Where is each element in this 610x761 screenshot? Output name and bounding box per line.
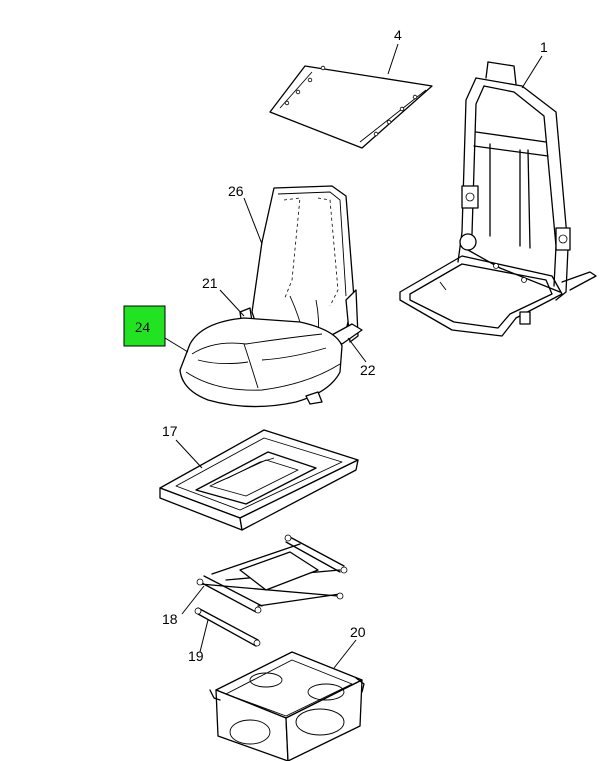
callout-24: 24 <box>135 320 151 336</box>
leader-17 <box>175 439 203 469</box>
callout-26[interactable]: 26 <box>228 183 244 199</box>
leader-19 <box>199 619 209 653</box>
callout-1[interactable]: 1 <box>540 39 548 55</box>
callout-17[interactable]: 17 <box>162 423 178 439</box>
highlight-callout-24[interactable]: 24 <box>123 305 166 347</box>
part-18-suspension-scissor[interactable] <box>196 534 348 614</box>
callout-4[interactable]: 4 <box>394 27 402 43</box>
part-19-cross-tube[interactable] <box>194 607 261 647</box>
leader-20 <box>333 639 357 669</box>
callout-18[interactable]: 18 <box>162 611 178 627</box>
callout-19[interactable]: 19 <box>188 648 204 664</box>
part-24-seat-cushion[interactable] <box>179 317 343 408</box>
leader-1 <box>521 55 543 89</box>
part-4-cover-sheet[interactable] <box>269 65 433 149</box>
leader-18 <box>181 585 205 615</box>
callout-22[interactable]: 22 <box>360 362 376 378</box>
leader-22 <box>347 337 367 363</box>
part-17-seat-pan[interactable] <box>159 429 359 531</box>
part-20-seat-base[interactable] <box>209 651 365 761</box>
leader-26 <box>243 197 263 245</box>
callout-20[interactable]: 20 <box>350 624 366 640</box>
leader-4 <box>387 43 399 75</box>
callout-21[interactable]: 21 <box>202 275 218 291</box>
leader-21 <box>219 289 245 317</box>
leader-24 <box>164 337 189 353</box>
part-1-seat-frame[interactable] <box>399 61 597 337</box>
part-26-seat-back[interactable] <box>251 185 359 343</box>
